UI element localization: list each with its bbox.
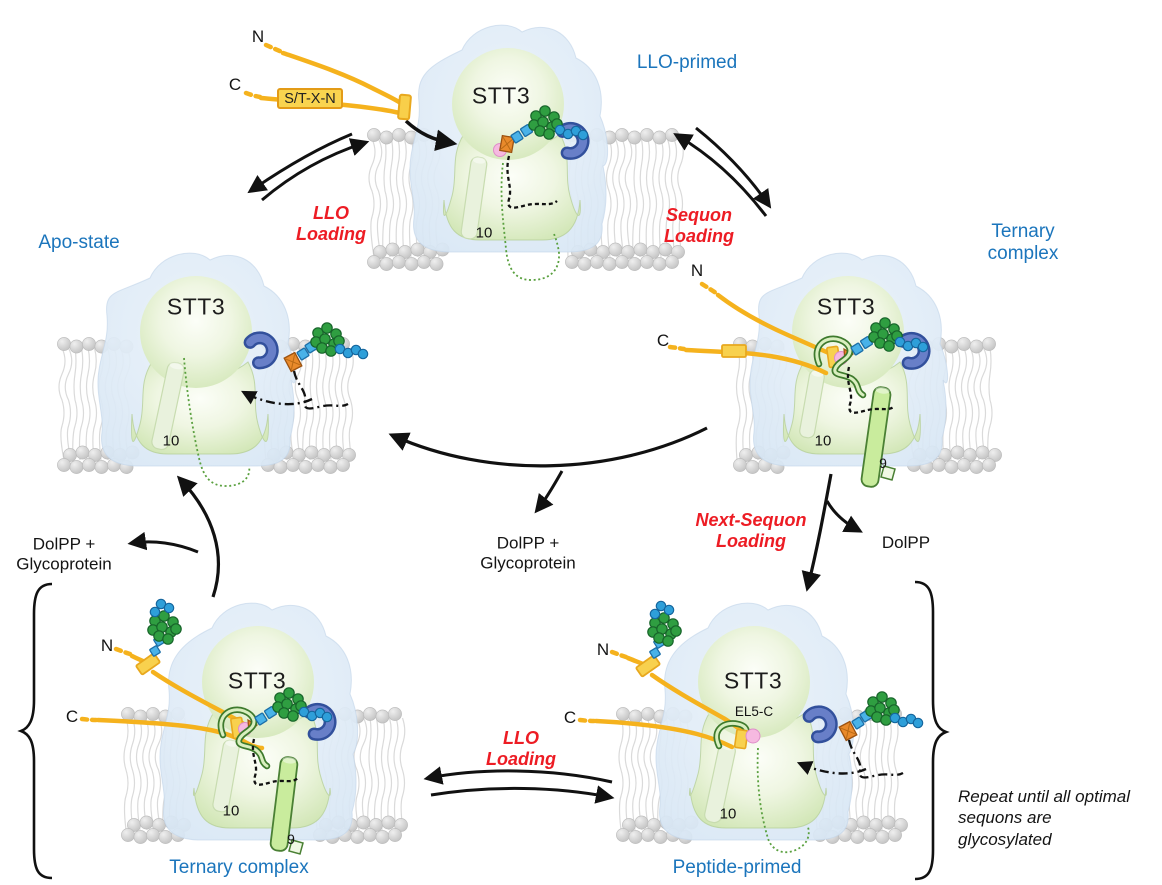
repeat-braces — [17, 580, 950, 881]
complex-peptide-primed — [577, 600, 924, 854]
active-site-sequon-engaged — [217, 706, 271, 770]
glycan-docked — [254, 687, 333, 726]
c-terminus-label-ternary-bottom: C — [65, 707, 79, 727]
state-label-llo-primed: LLO-primed — [636, 51, 738, 73]
tm9-label-ternary-right: 9 — [879, 454, 887, 471]
tm10-helix — [460, 156, 488, 240]
complex-llo-primed — [367, 24, 685, 281]
n-terminus-label-free-peptide: N — [251, 27, 265, 47]
arrow-sequon-loading-forward — [673, 133, 768, 217]
arrow-llo-loading-bottom-right — [430, 785, 615, 804]
catalytic-site — [745, 728, 761, 744]
cycle-arrows — [127, 126, 863, 804]
repeat-note: Repeat until all optimal sequons are gly… — [958, 787, 1130, 849]
arrow-dolpp-release — [825, 500, 863, 533]
arrow-sequon-loading-reverse — [695, 126, 772, 209]
c-terminus-label-peptide-primed: C — [563, 708, 577, 728]
peptide-strand — [593, 718, 735, 750]
glycan-docked — [850, 317, 929, 356]
dolichol-pp-unit — [283, 351, 303, 373]
el5-disordered-loop — [500, 162, 560, 281]
arrow-llo-loading-bottom-left — [423, 766, 613, 785]
transition-label-llo-loading-bottom: LLO Loading — [486, 728, 556, 769]
dolichol-tail — [506, 155, 558, 209]
enzyme-label-ternary-bottom: STT3 — [227, 667, 287, 694]
arrow-ternary-bottom-to-apo — [176, 475, 221, 598]
arrow-ternary-to-apo — [388, 426, 708, 468]
tm10-helix — [151, 361, 185, 451]
byproduct-label-dolpp: DolPP — [881, 533, 931, 553]
transition-label-llo-loading-top: LLO Loading — [296, 203, 366, 244]
state-label-ternary-right: Ternary complex — [987, 220, 1059, 264]
el5-disordered-loop — [183, 357, 251, 487]
dolichol-tail — [846, 366, 896, 414]
dolichol-pp-unit — [499, 134, 515, 154]
enzyme-label-apo: STT3 — [166, 293, 226, 320]
tm10-label-peptide-primed: 10 — [719, 805, 737, 823]
transition-label-next-sequon-loading: Next-Sequon Loading — [695, 510, 807, 551]
tm9-hook — [288, 839, 304, 855]
c-terminus-label-free-peptide: C — [228, 75, 242, 95]
dolichol-pp-unit — [838, 720, 858, 742]
peptide-strand — [683, 347, 829, 376]
tm10-label-apo: 10 — [162, 432, 180, 450]
tm10-label-ternary-bottom: 10 — [222, 802, 240, 820]
glycan-clamp — [243, 331, 279, 370]
arrow-release-left — [127, 531, 199, 554]
state-label-peptide-primed: Peptide-primed — [672, 856, 802, 878]
arrow-next-sequon-loading — [801, 473, 833, 592]
right-brace — [914, 580, 950, 881]
sequon-motif-box: S/T-X-N — [277, 88, 343, 109]
left-brace — [17, 582, 53, 880]
llo-glycan-on-membrane — [283, 322, 369, 410]
el5-disordered-loop — [756, 747, 810, 854]
enzyme-label-ternary-right: STT3 — [816, 293, 876, 320]
n-terminus-label-ternary-right: N — [690, 261, 704, 281]
tm10-label-llo-primed: 10 — [475, 224, 493, 242]
complex-apo-state — [57, 252, 369, 487]
enzyme-label-llo-primed: STT3 — [471, 82, 531, 109]
complex-ternary-bottom — [79, 598, 408, 855]
peptide-strand — [649, 672, 748, 736]
arrow-peptide-into-site — [404, 119, 458, 152]
next-sequon-box — [721, 344, 747, 358]
tm9-helix — [860, 386, 892, 488]
glycan-on-peptide — [135, 598, 182, 676]
tm9-hook — [880, 465, 896, 481]
state-label-ternary-bottom: Ternary complex — [169, 856, 309, 878]
arrow-llo-loading-apo — [241, 390, 313, 406]
n-terminus-label-ternary-bottom: N — [100, 636, 114, 656]
transition-label-sequon-loading: Sequon Loading — [664, 205, 734, 246]
glycan-clamp — [802, 705, 838, 744]
dolichol-tail — [251, 738, 299, 786]
tm10-label-ternary-right: 10 — [814, 432, 832, 450]
state-label-apo: Apo-state — [38, 231, 120, 253]
arrow-release-center — [534, 470, 564, 514]
peptide-strand — [280, 50, 405, 107]
glycan-on-peptide — [635, 600, 682, 678]
sequon-box — [733, 728, 749, 750]
el5c-label-peptide-primed: EL5-C — [734, 704, 774, 720]
c-terminus-label-ternary-right: C — [656, 331, 670, 351]
release-label-center: DolPP + Glycoprotein — [480, 533, 576, 572]
dolichol-tail — [847, 739, 904, 779]
arrow-llo-loading-peptide-primed — [796, 761, 867, 775]
llo-glycan-on-membrane — [838, 691, 924, 779]
n-terminus-label-peptide-primed: N — [596, 640, 610, 660]
active-site-el5c — [713, 720, 761, 750]
complex-ternary-right — [667, 252, 1002, 488]
enzyme-label-peptide-primed: STT3 — [723, 667, 783, 694]
release-label-left: DolPP + Glycoprotein — [16, 534, 112, 573]
glycan-docked — [510, 105, 589, 144]
arrow-llo-loading-reverse — [247, 132, 353, 194]
arrow-llo-loading-forward — [261, 138, 370, 202]
tm9-label-ternary-bottom: 9 — [287, 830, 295, 847]
sequon-anchor-bar — [397, 93, 412, 121]
active-site-sequon-engaged — [813, 335, 867, 399]
dolichol-tail — [292, 370, 349, 410]
tm10-helix — [212, 739, 240, 813]
